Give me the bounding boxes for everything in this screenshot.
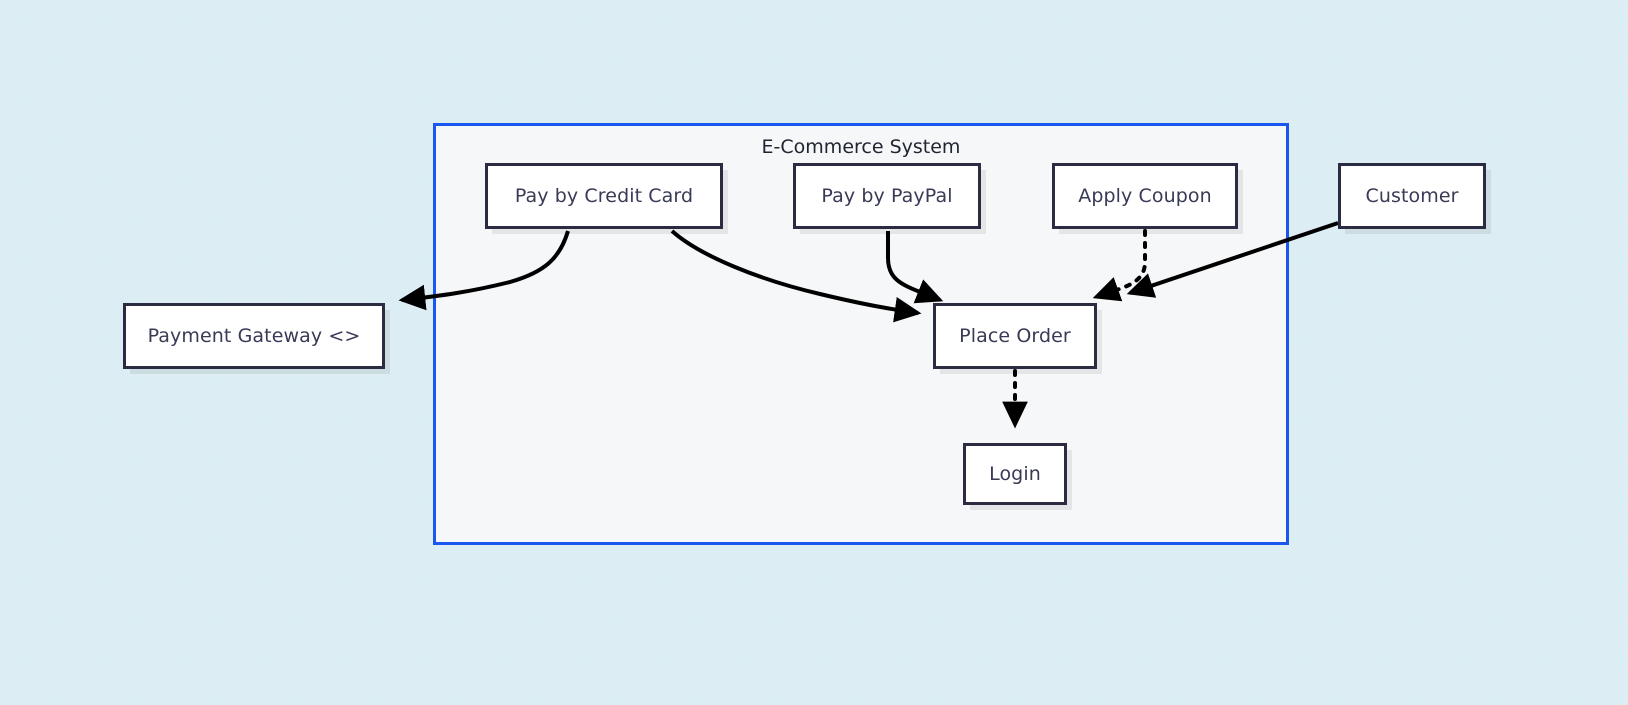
- node-label: Pay by PayPal: [821, 185, 953, 207]
- node-pay-by-credit-card[interactable]: Pay by Credit Card: [485, 163, 723, 229]
- node-apply-coupon[interactable]: Apply Coupon: [1052, 163, 1238, 229]
- node-pay-by-paypal[interactable]: Pay by PayPal: [793, 163, 981, 229]
- node-payment-gateway[interactable]: Payment Gateway <>: [123, 303, 385, 369]
- boundary-title: E-Commerce System: [761, 136, 961, 158]
- node-label: Customer: [1365, 185, 1459, 207]
- node-customer[interactable]: Customer: [1338, 163, 1486, 229]
- node-label: Apply Coupon: [1078, 185, 1212, 207]
- node-login[interactable]: Login: [963, 443, 1067, 505]
- node-label: Place Order: [959, 325, 1071, 347]
- node-place-order[interactable]: Place Order: [933, 303, 1097, 369]
- node-label: Payment Gateway <>: [147, 325, 361, 347]
- node-label: Pay by Credit Card: [514, 185, 694, 207]
- node-label: Login: [989, 463, 1041, 485]
